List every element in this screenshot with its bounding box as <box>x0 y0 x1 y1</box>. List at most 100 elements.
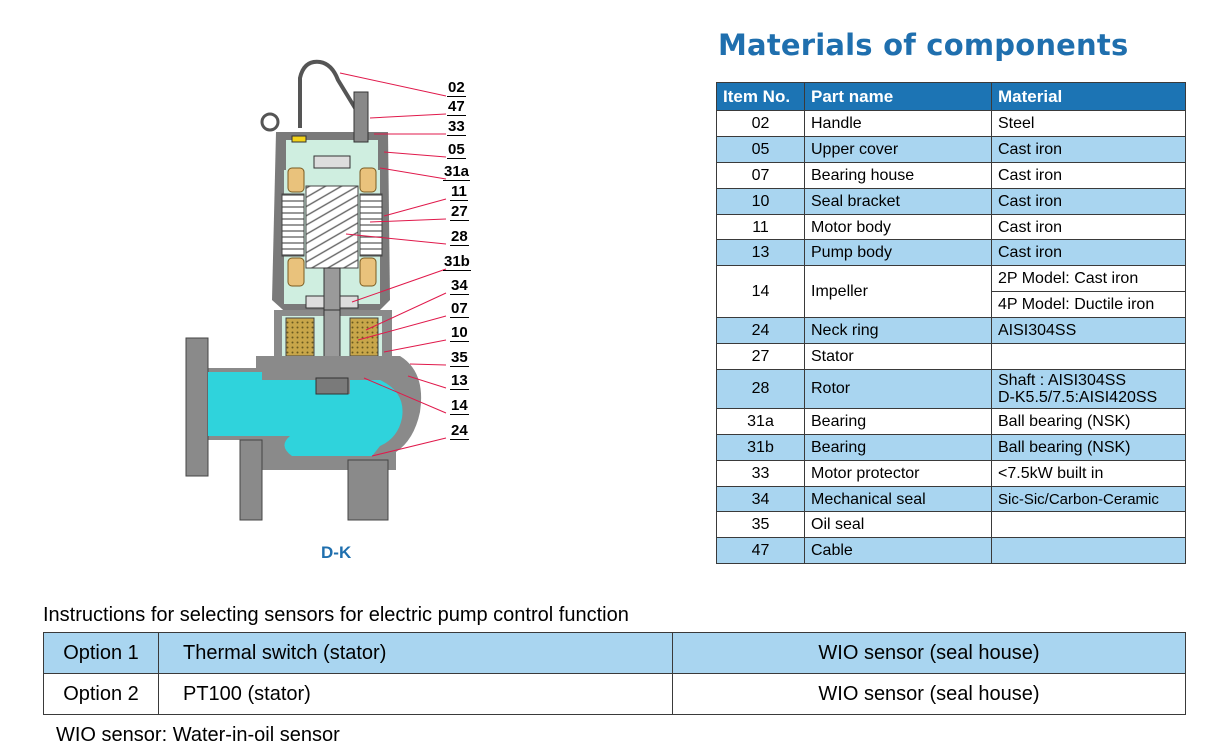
item-no: 07 <box>716 161 805 189</box>
header-part-name: Part name <box>804 82 992 111</box>
material: Cast iron <box>991 135 1186 163</box>
coil-end <box>359 167 377 193</box>
part-name: Bearing house <box>804 161 992 189</box>
item-no: 11 <box>716 213 805 241</box>
stator-winding <box>281 193 305 257</box>
item-no: 27 <box>716 343 805 370</box>
part-label: 24 <box>450 422 469 440</box>
header-item-no: Item No. <box>716 82 805 111</box>
table-row: 05 Upper cover Cast iron <box>716 135 1186 163</box>
cable-entry <box>353 91 369 143</box>
pump-cross-section-diagram <box>185 59 447 521</box>
rotor <box>305 185 359 269</box>
water-passage <box>208 372 403 456</box>
table-row: 07 Bearing house Cast iron <box>716 161 1186 189</box>
part-name: Stator <box>804 343 992 370</box>
material <box>991 511 1186 539</box>
part-name: Motor body <box>804 213 992 241</box>
seal-sensor: WIO sensor (seal house) <box>672 632 1186 674</box>
part-name: Rotor <box>804 368 992 409</box>
part-label: 31b <box>443 253 471 271</box>
part-name: Handle <box>804 110 992 137</box>
coil-end <box>287 167 305 193</box>
part-label: 05 <box>447 141 466 159</box>
stator-winding <box>359 193 383 257</box>
item-no: 34 <box>716 485 805 513</box>
seal-sensor: WIO sensor (seal house) <box>672 673 1186 715</box>
table-row: 13 Pump body Cast iron <box>716 239 1186 267</box>
table-row: 27 Stator <box>716 343 1186 370</box>
table-row: 4P Model: Ductile iron <box>717 291 1186 319</box>
item-no: 13 <box>716 239 805 267</box>
sensor-options-table: Option 1 Thermal switch (stator) WIO sen… <box>43 632 1186 715</box>
material: Cast iron <box>991 187 1186 215</box>
part-label: 02 <box>447 79 466 97</box>
material: Sic-Sic/Carbon-Ceramic <box>991 485 1186 513</box>
material-line: Shaft : AISI304SS <box>998 371 1127 389</box>
header-material: Material <box>991 82 1186 111</box>
part-name: Neck ring <box>804 317 992 345</box>
upper-bearing <box>313 155 351 169</box>
lifting-ring <box>260 112 280 132</box>
item-no: 47 <box>716 537 805 565</box>
table-row: 11 Motor body Cast iron <box>716 213 1186 241</box>
support-leg <box>347 459 389 521</box>
part-name: Mechanical seal <box>804 485 992 513</box>
motor-protector <box>291 135 307 143</box>
option-label: Option 2 <box>43 673 159 715</box>
item-no: 28 <box>716 368 805 409</box>
item-no: 05 <box>716 135 805 163</box>
option-label: Option 1 <box>43 632 159 674</box>
part-label: 14 <box>450 397 469 415</box>
item-no: 31a <box>716 407 805 435</box>
part-label: 10 <box>450 324 469 342</box>
part-label: 13 <box>450 372 469 390</box>
material: AISI304SS <box>991 317 1186 345</box>
table-header-row: Item No. Part name Material <box>716 82 1186 111</box>
part-name: Cable <box>804 537 992 565</box>
material: Steel <box>991 110 1186 137</box>
material: Cast iron <box>991 161 1186 189</box>
part-name: Oil seal <box>804 511 992 539</box>
material-line: D-K5.5/7.5:AISI420SS <box>998 388 1158 406</box>
part-name: Bearing <box>804 433 992 461</box>
table-row: 02 Handle Steel <box>716 110 1186 137</box>
part-name: Impeller <box>804 265 992 319</box>
part-label: 33 <box>447 118 466 136</box>
page-title: Materials of components <box>718 28 1129 62</box>
part-label: 28 <box>450 228 469 246</box>
item-no: 02 <box>716 110 805 137</box>
part-name: Upper cover <box>804 135 992 163</box>
part-name: Seal bracket <box>804 187 992 215</box>
part-label: 31a <box>443 163 471 181</box>
support-leg <box>239 439 263 521</box>
table-row: 28 Rotor Shaft : AISI304SS D-K5.5/7.5:AI… <box>716 368 1186 409</box>
table-row: 10 Seal bracket Cast iron <box>716 187 1186 215</box>
stator-sensor: PT100 (stator) <box>158 673 673 715</box>
coil-end <box>359 257 377 287</box>
item-no: 10 <box>716 187 805 215</box>
table-row: Option 2 PT100 (stator) WIO sensor (seal… <box>43 673 1186 715</box>
part-name: Pump body <box>804 239 992 267</box>
table-row: 34 Mechanical seal Sic-Sic/Carbon-Cerami… <box>716 485 1186 513</box>
sensor-section-heading: Instructions for selecting sensors for e… <box>43 604 629 626</box>
material <box>991 343 1186 370</box>
impeller <box>315 377 349 395</box>
item-no: 33 <box>716 459 805 487</box>
diagram-caption: D-K <box>321 543 352 562</box>
table-row: 14 Impeller 2P Model: Cast iron <box>716 265 1186 319</box>
material: Cast iron <box>991 239 1186 267</box>
material: Ball bearing (NSK) <box>991 407 1186 435</box>
item-no: 35 <box>716 511 805 539</box>
table-row: 33 Motor protector <7.5kW built in <box>716 459 1186 487</box>
item-no: 14 <box>716 265 805 319</box>
part-name: Motor protector <box>804 459 992 487</box>
coil-end <box>287 257 305 287</box>
material <box>991 537 1186 565</box>
materials-table: Item No. Part name Material 02 Handle St… <box>716 82 1186 565</box>
wio-sensor-note: WIO sensor: Water-in-oil sensor <box>56 724 340 746</box>
part-label: 07 <box>450 300 469 318</box>
table-row: 31b Bearing Ball bearing (NSK) <box>716 433 1186 461</box>
table-row: 47 Cable <box>716 537 1186 565</box>
table-row: Option 1 Thermal switch (stator) WIO sen… <box>43 632 1186 674</box>
